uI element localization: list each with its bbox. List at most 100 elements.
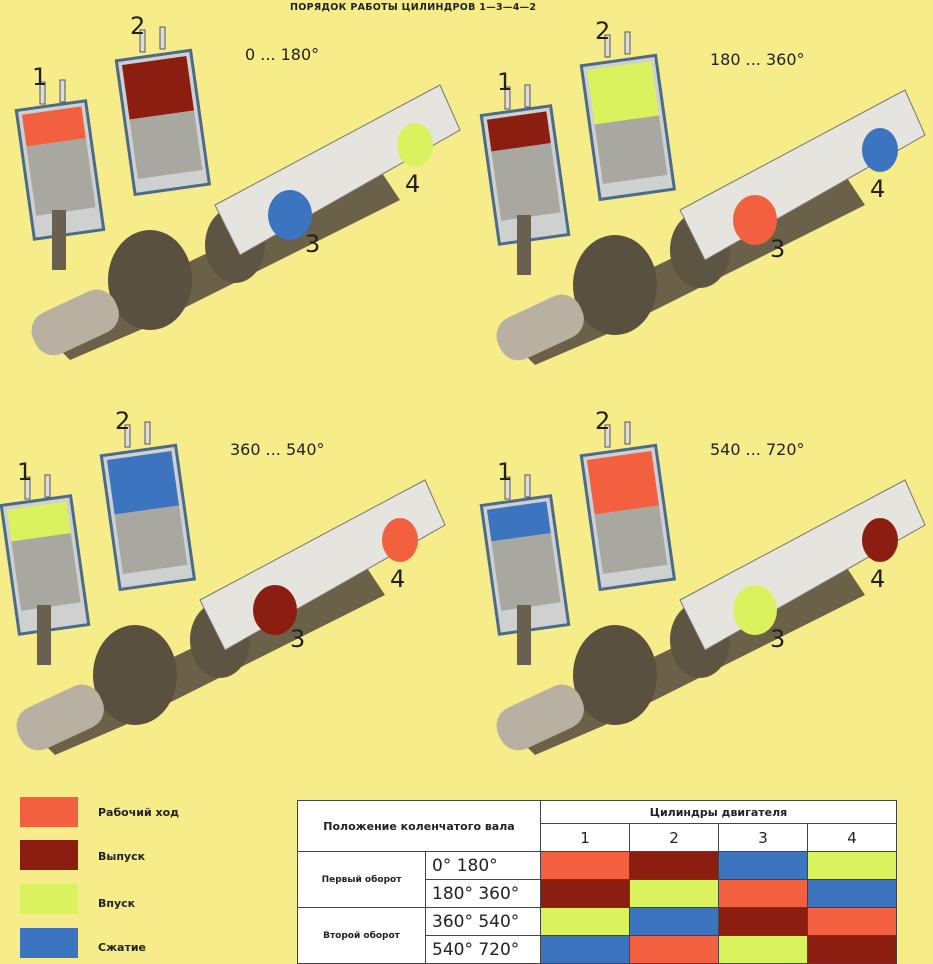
shaft-end [496,294,584,361]
legend-label: Сжатие [98,941,146,954]
valve-stem [59,79,66,103]
cylinder-number-3: 3 [770,625,786,653]
legend-label: Рабочий ход [98,806,180,819]
crank-angle-label: 540 ... 720° [710,440,805,459]
piston-2 [594,505,668,574]
phase-cell [540,907,630,936]
piston-2 [114,505,188,574]
cylinder-number-2: 2 [595,407,611,435]
cylinder-3-chamber [733,195,777,245]
phase-cell [629,851,719,880]
cylinder-4-chamber [862,128,898,172]
valve-stem [524,84,531,108]
crank-angle-label: 180 ... 360° [710,50,805,69]
valve-stem [504,476,511,500]
revolution-label: Второй оборот [297,907,426,964]
cylinder-2-chamber [121,55,194,120]
position-header: Положение коленчатого вала [297,800,541,852]
phase-cell [540,879,630,908]
valve-stem [44,474,51,498]
cylinder-2-chamber [586,60,659,125]
phase-cell [540,851,630,880]
valve-stem [604,34,611,58]
valve-stem [144,421,151,445]
valve-stem [624,421,631,445]
phase-cell [807,851,897,880]
engine-panel: 1 2 3 4 180 ... 360° [465,5,931,405]
phase-cell [629,935,719,964]
valve-stem [624,31,631,55]
cylinder-number-4: 4 [390,565,406,593]
engine-panel: 1 2 3 4 0 ... 180° [0,0,466,400]
valve-stem [504,86,511,110]
cylinder-1-chamber [21,106,86,147]
piston-1 [491,533,561,611]
cylinder-3-chamber [253,585,297,635]
phase-cell [540,935,630,964]
phase-cell [718,935,808,964]
cylinder-2-chamber [586,450,659,515]
legend-label: Впуск [98,897,136,910]
cylinder-number-2: 2 [595,17,611,45]
valve-stem [139,29,146,53]
revolution-label: Первый оборот [297,851,426,908]
crank-flywheel [573,235,657,335]
cylinder-number-1: 1 [32,63,48,91]
cylinder-col-4: 4 [807,823,897,852]
range-label: 0° 180° [425,851,541,880]
cylinder-3-chamber [733,585,777,635]
valve-stem [39,81,46,105]
cylinder-number-1: 1 [17,458,33,486]
valve-stem [159,26,166,50]
connecting-rod-1 [517,215,531,275]
piston-1 [26,138,96,216]
shaft-end [31,289,119,356]
cylinder-col-1: 1 [540,823,630,852]
cylinder-4-chamber [382,518,418,562]
range-label: 180° 360° [425,879,541,908]
piston-2 [594,115,668,184]
crank-angle-label: 0 ... 180° [245,45,320,64]
crank-angle-label: 360 ... 540° [230,440,325,459]
cylinder-number-2: 2 [130,12,146,40]
cylinder-number-3: 3 [305,230,321,258]
shaft-end [16,684,104,751]
phase-cell [629,879,719,908]
cylinder-number-4: 4 [870,175,886,203]
phase-cell [718,907,808,936]
legend-swatch-working [20,797,78,827]
piston-2 [129,110,203,179]
phase-cell [718,851,808,880]
cylinder-col-2: 2 [629,823,719,852]
cylinder-1-chamber [486,111,551,152]
firing-order-table: Положение коленчатого вала Цилиндры двиг… [297,799,897,964]
cylinder-number-3: 3 [290,625,306,653]
legend-swatch-compression [20,928,78,958]
crank-flywheel [573,625,657,725]
shaft-end [496,684,584,751]
cylinder-number-4: 4 [405,170,421,198]
phase-cell [807,879,897,908]
legend-label: Выпуск [98,850,146,863]
connecting-rod-1 [37,605,51,665]
cylinder-number-1: 1 [497,68,513,96]
legend-swatch-exhaust [20,840,78,870]
piston-1 [491,143,561,221]
cylinder-number-3: 3 [770,235,786,263]
piston-1 [11,533,81,611]
crank-flywheel [93,625,177,725]
range-label: 540° 720° [425,935,541,964]
cylinder-4-chamber [397,123,433,167]
cylinder-1-chamber [486,501,551,542]
valve-stem [524,474,531,498]
cylinder-3-chamber [268,190,312,240]
valve-stem [124,424,131,448]
cylinder-number-1: 1 [497,458,513,486]
cylinder-4-chamber [862,518,898,562]
engine-illustration [0,421,446,755]
cylinder-col-3: 3 [718,823,808,852]
connecting-rod-1 [52,210,66,270]
phase-cell [807,935,897,964]
